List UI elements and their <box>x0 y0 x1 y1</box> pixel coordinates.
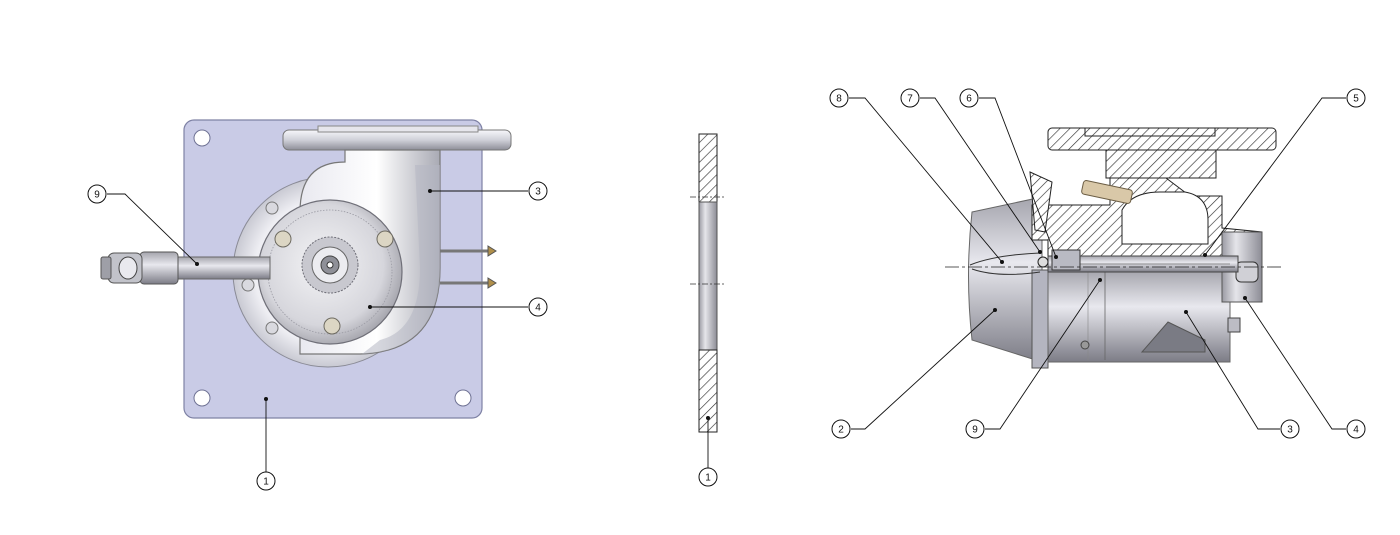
plate-hole-bl <box>193 389 211 407</box>
plate-hole-tl <box>193 129 211 147</box>
plate-section-view: 1 <box>690 133 725 487</box>
balloon-3-front-label: 3 <box>535 187 541 198</box>
balloon-2-side-label: 2 <box>838 425 844 436</box>
outlet-flange-top <box>317 125 479 133</box>
balloon-9-front: 9 <box>87 184 199 266</box>
balloon-1-section-label: 1 <box>705 473 711 484</box>
pipe-fitting-nut <box>139 251 179 285</box>
electrode-tip-lower <box>487 277 497 289</box>
plate-section-bore <box>698 201 718 351</box>
balloon-3-side-label: 3 <box>1287 425 1293 436</box>
ring-flange-bolt-3 <box>265 321 279 335</box>
cover-bolt-2 <box>376 230 394 248</box>
balloon-4-side: 4 <box>1243 296 1366 439</box>
balloon-8-side-label: 8 <box>836 94 842 105</box>
balloon-6-side-label: 6 <box>966 94 972 105</box>
rear-cap-nut <box>1235 261 1259 283</box>
rear-cap-bolt <box>1227 317 1241 333</box>
housing-bolt-bottom <box>1080 340 1090 350</box>
balloon-2-side: 2 <box>831 308 997 439</box>
balloon-7-side: 7 <box>900 88 1042 254</box>
balloon-8-side: 8 <box>829 88 1004 264</box>
cover-bolt-3 <box>323 317 341 335</box>
balloon-4-front-label: 4 <box>535 303 541 314</box>
balloon-5-side-label: 5 <box>1353 94 1359 105</box>
balloon-3-front: 3 <box>428 181 548 201</box>
side-mount-plate <box>1031 269 1049 369</box>
ring-flange-bolt-2 <box>241 278 255 292</box>
balloon-9-front-label: 9 <box>94 190 100 201</box>
outlet-flange <box>282 129 512 151</box>
balloon-4-front: 4 <box>368 297 548 317</box>
plate-hole-br <box>454 389 472 407</box>
electrode-insulator <box>1081 180 1133 204</box>
side-outlet-flange-cap <box>1084 127 1216 137</box>
cover-bolt-1 <box>274 230 292 248</box>
electrode-arm <box>1029 171 1053 233</box>
plate-section-top <box>698 133 718 203</box>
housing-cavity <box>1121 191 1209 245</box>
nozzle-tip <box>1037 256 1049 268</box>
balloon-6-side: 6 <box>959 88 1058 259</box>
balloon-1-front-label: 1 <box>263 477 269 488</box>
balloon-9-side: 9 <box>965 278 1102 439</box>
pipe-fitting-opening <box>118 256 138 280</box>
spark-wire-upper <box>969 252 1041 266</box>
side-outlet-neck <box>1105 149 1217 179</box>
fuel-pipe <box>174 256 271 280</box>
balloon-3-side: 3 <box>1184 310 1300 439</box>
hub-center <box>326 261 334 269</box>
front-view: 9 3 4 1 <box>87 119 548 491</box>
electrode-tip-upper <box>487 245 497 257</box>
balloon-7-side-label: 7 <box>907 94 913 105</box>
balloon-9-side-label: 9 <box>972 425 978 436</box>
balloon-1-section: 1 <box>698 416 718 487</box>
ring-flange-bolt-1 <box>265 201 279 215</box>
balloon-5-side: 5 <box>1203 88 1366 257</box>
blast-tube <box>968 196 1043 363</box>
housing-body-notch <box>1140 321 1206 353</box>
balloon-4-side-label: 4 <box>1353 425 1359 436</box>
nozzle-holder <box>1051 249 1081 271</box>
side-section-view: 8 7 6 5 2 9 <box>829 88 1366 439</box>
pipe-fitting-end <box>100 256 112 280</box>
spark-wire-lower <box>971 268 1041 275</box>
balloon-1-front: 1 <box>256 397 276 491</box>
